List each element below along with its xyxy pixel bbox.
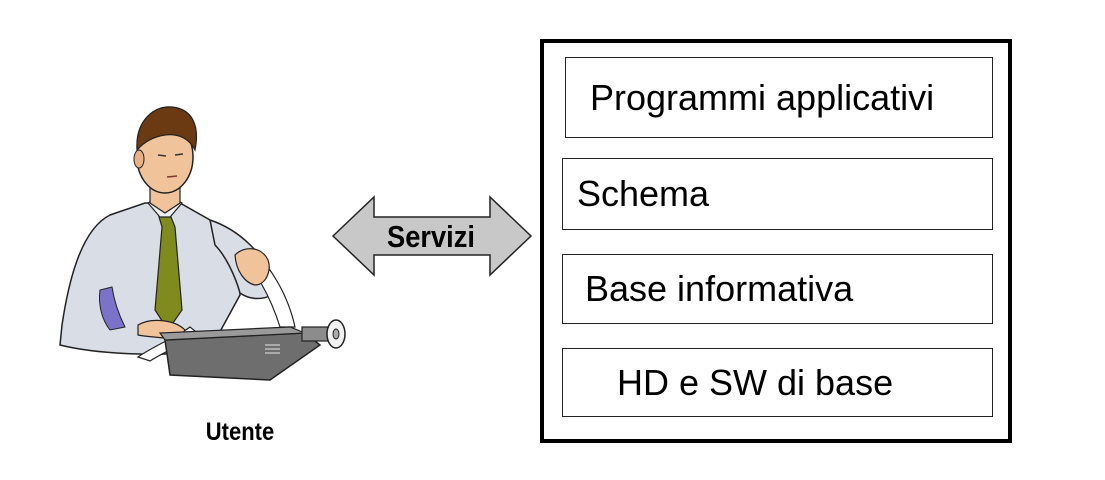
- layer-programmi-applicativi: Programmi applicativi: [565, 57, 993, 138]
- layer-label: Base informativa: [585, 268, 854, 309]
- layer-label: Schema: [577, 173, 710, 214]
- layer-label: HD e SW di base: [617, 361, 894, 403]
- services-arrow: Servizi: [331, 195, 533, 277]
- layer-label: Programmi applicativi: [590, 76, 935, 118]
- layer-hd-sw-di-base: HD e SW di base: [562, 348, 993, 417]
- bidirectional-arrow-icon: [331, 195, 533, 277]
- system-box: [540, 39, 1012, 443]
- man-at-printing-calculator-icon: [59, 106, 346, 381]
- layer-base-informativa: Base informativa: [562, 254, 993, 324]
- user-illustration: [59, 106, 346, 381]
- services-label: Servizi: [387, 220, 475, 254]
- layer-schema: Schema: [562, 158, 993, 230]
- user-caption: Utente: [205, 418, 275, 446]
